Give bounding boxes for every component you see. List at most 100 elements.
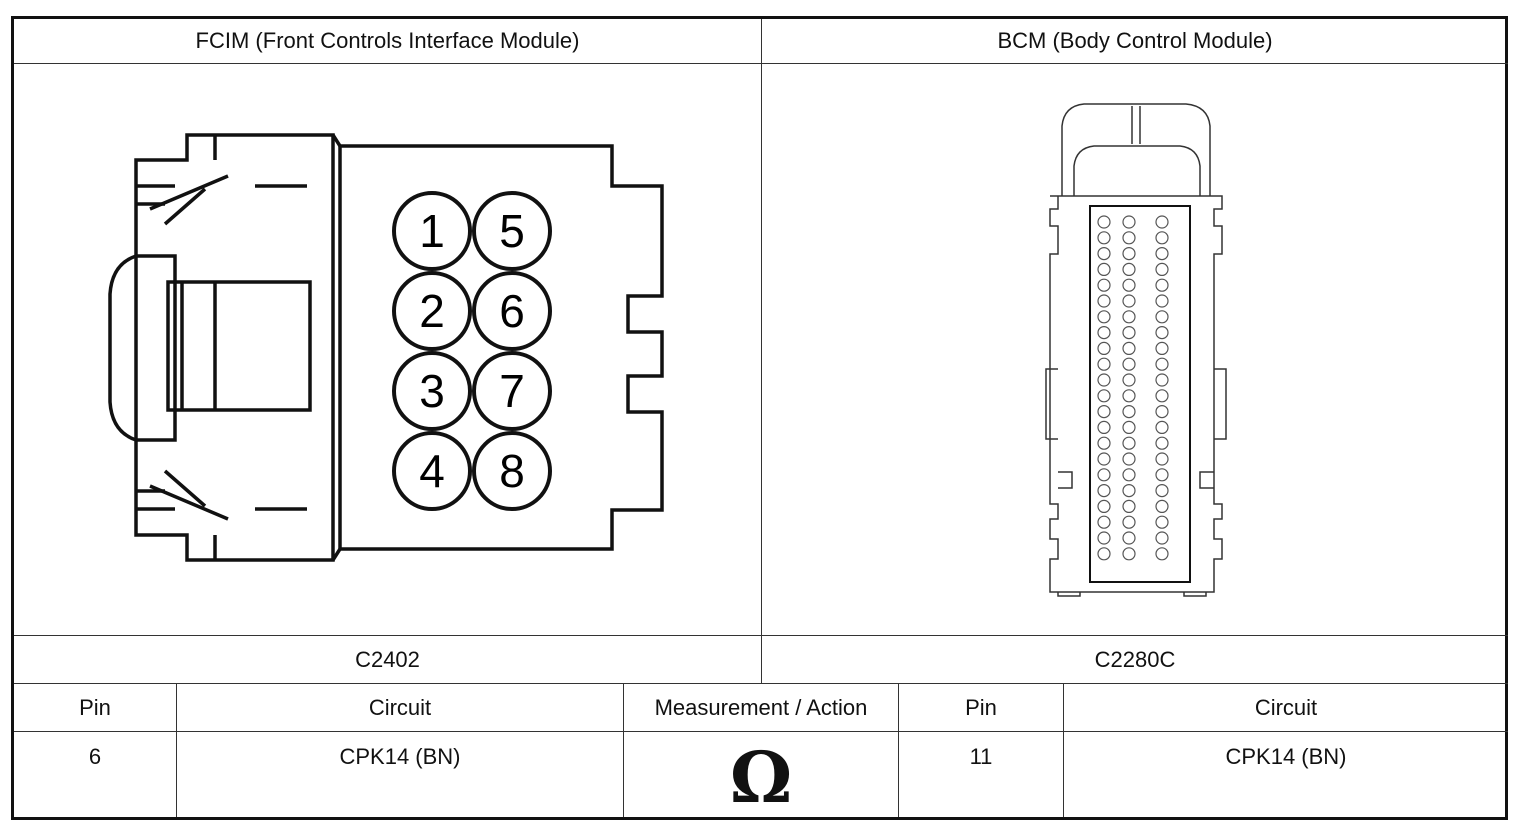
- bcm-pin-cavity: [1097, 547, 1111, 561]
- bcm-pin-cavity: [1097, 326, 1111, 340]
- fcim-pin-label: 3: [419, 365, 445, 417]
- bcm-pin-cavity: [1122, 405, 1136, 419]
- bcm-pin-cavity: [1097, 389, 1111, 403]
- fcim-pin-3: 3: [392, 351, 472, 431]
- bcm-hood-inner: [1073, 145, 1201, 196]
- fcim-latch-body: [134, 133, 335, 562]
- bcm-pin-cavity: [1122, 373, 1136, 387]
- bcm-pin-cavity: [1122, 294, 1136, 308]
- bcm-pin-cavity: [1097, 215, 1111, 229]
- bcm-pin-cavity: [1122, 499, 1136, 513]
- divider-col-1: [176, 684, 177, 817]
- col-header-circuit-left: Circuit: [368, 694, 432, 720]
- bcm-latch-left: [1045, 368, 1058, 440]
- bcm-pin-cavity: [1122, 231, 1136, 245]
- bcm-pin-cavity: [1155, 531, 1169, 545]
- bcm-pin-cavity: [1155, 547, 1169, 561]
- col-header-pin-left: Pin: [79, 694, 111, 720]
- bcm-pin-cavity: [1155, 278, 1169, 292]
- fcim-pin-6: 6: [472, 271, 552, 351]
- bcm-pin-cavity: [1155, 215, 1169, 229]
- fcim-lock-tab: [108, 254, 137, 442]
- fcim-pin-grid: 1 2 3 4 5 6 7 8: [392, 191, 552, 511]
- bcm-pin-cavity: [1122, 310, 1136, 324]
- bcm-connector-drawing: [1045, 103, 1227, 597]
- fcim-pin-label: 4: [419, 445, 445, 497]
- bcm-pin-cavity: [1097, 420, 1111, 434]
- bcm-pin-cavity: [1097, 499, 1111, 513]
- bcm-pin-cavity: [1155, 484, 1169, 498]
- fcim-pin-7: 7: [472, 351, 552, 431]
- bcm-pin-cavity: [1122, 247, 1136, 261]
- fcim-latch-top-step: [136, 135, 217, 206]
- bcm-pin-cavity: [1155, 389, 1169, 403]
- bcm-pin-cavity: [1097, 310, 1111, 324]
- col-header-measurement: Measurement / Action: [654, 694, 868, 720]
- bcm-pin-cavity: [1097, 468, 1111, 482]
- bcm-pin-array: [1097, 215, 1169, 561]
- bcm-pin-cavity: [1155, 436, 1169, 450]
- bcm-pin-cavity: [1155, 452, 1169, 466]
- fcim-pin-2: 2: [392, 271, 472, 351]
- divider-modules: [761, 19, 762, 683]
- bcm-pin-cavity: [1122, 341, 1136, 355]
- fcim-pin-label: 7: [499, 365, 525, 417]
- bcm-latch-left-small: [1058, 471, 1073, 489]
- bcm-pin-cavity: [1122, 278, 1136, 292]
- bcm-pin-cavity: [1097, 278, 1111, 292]
- bcm-pin-cavity: [1122, 484, 1136, 498]
- bcm-pin-cavity: [1122, 468, 1136, 482]
- bcm-pin-cavity: [1122, 389, 1136, 403]
- fcim-pin-label: 1: [419, 205, 445, 257]
- fcim-lock-tab-inner: [136, 254, 177, 442]
- bcm-pin-cavity: [1097, 231, 1111, 245]
- bcm-pin-cavity: [1122, 452, 1136, 466]
- row-pin-left: 6: [88, 744, 102, 769]
- bcm-connector-id: C2280C: [1094, 646, 1176, 672]
- bcm-pin-cavity: [1097, 515, 1111, 529]
- bcm-pin-cavity: [1097, 247, 1111, 261]
- bcm-pin-cavity: [1097, 531, 1111, 545]
- bcm-pin-cavity: [1155, 357, 1169, 371]
- fcim-pin-label: 2: [419, 285, 445, 337]
- bcm-pin-cavity: [1155, 515, 1169, 529]
- bcm-pin-cavity: [1155, 341, 1169, 355]
- fcim-pin-8: 8: [472, 431, 552, 511]
- bcm-pin-cavity: [1155, 310, 1169, 324]
- col-header-circuit-right: Circuit: [1254, 694, 1318, 720]
- bcm-hood-outer: [1061, 103, 1211, 196]
- bcm-pin-cavity: [1097, 262, 1111, 276]
- bcm-pin-cavity: [1097, 452, 1111, 466]
- fcim-pin-5: 5: [472, 191, 552, 271]
- bcm-pin-cavity: [1122, 215, 1136, 229]
- bcm-pin-cavity: [1155, 326, 1169, 340]
- row-circuit-left: CPK14 (BN): [339, 744, 461, 769]
- bcm-pin-cavity: [1122, 531, 1136, 545]
- bcm-pin-cavity: [1122, 436, 1136, 450]
- bcm-pin-cavity: [1097, 341, 1111, 355]
- fcim-connector-drawing: 1 2 3 4 5 6 7 8: [108, 133, 664, 562]
- fcim-housing-seam: [331, 134, 342, 561]
- ohm-measurement-symbol: Ω: [729, 735, 793, 819]
- fcim-arm-top: [149, 174, 229, 226]
- bcm-pin-cavity: [1097, 484, 1111, 498]
- fcim-latch-bottom-step: [136, 489, 217, 560]
- divider-col-2: [623, 684, 624, 817]
- bcm-pin-cavity: [1155, 247, 1169, 261]
- bcm-pin-cavity: [1155, 294, 1169, 308]
- fcim-pin-1: 1: [392, 191, 472, 271]
- divider-table-header: [14, 683, 1508, 684]
- bcm-pin-cavity: [1122, 515, 1136, 529]
- bcm-pin-cavity: [1155, 373, 1169, 387]
- fcim-pin-label: 5: [499, 205, 525, 257]
- bcm-foot: [1057, 592, 1207, 597]
- fcim-pin-4: 4: [392, 431, 472, 511]
- bcm-pin-cavity: [1122, 326, 1136, 340]
- bcm-pin-cavity: [1155, 405, 1169, 419]
- divider-table-row: [14, 731, 1508, 732]
- fcim-pin-label: 8: [499, 445, 525, 497]
- bcm-pin-cavity: [1155, 262, 1169, 276]
- bcm-hood-rib: [1131, 106, 1141, 144]
- bcm-latch-right: [1214, 368, 1227, 440]
- row-circuit-right: CPK14 (BN): [1225, 744, 1347, 769]
